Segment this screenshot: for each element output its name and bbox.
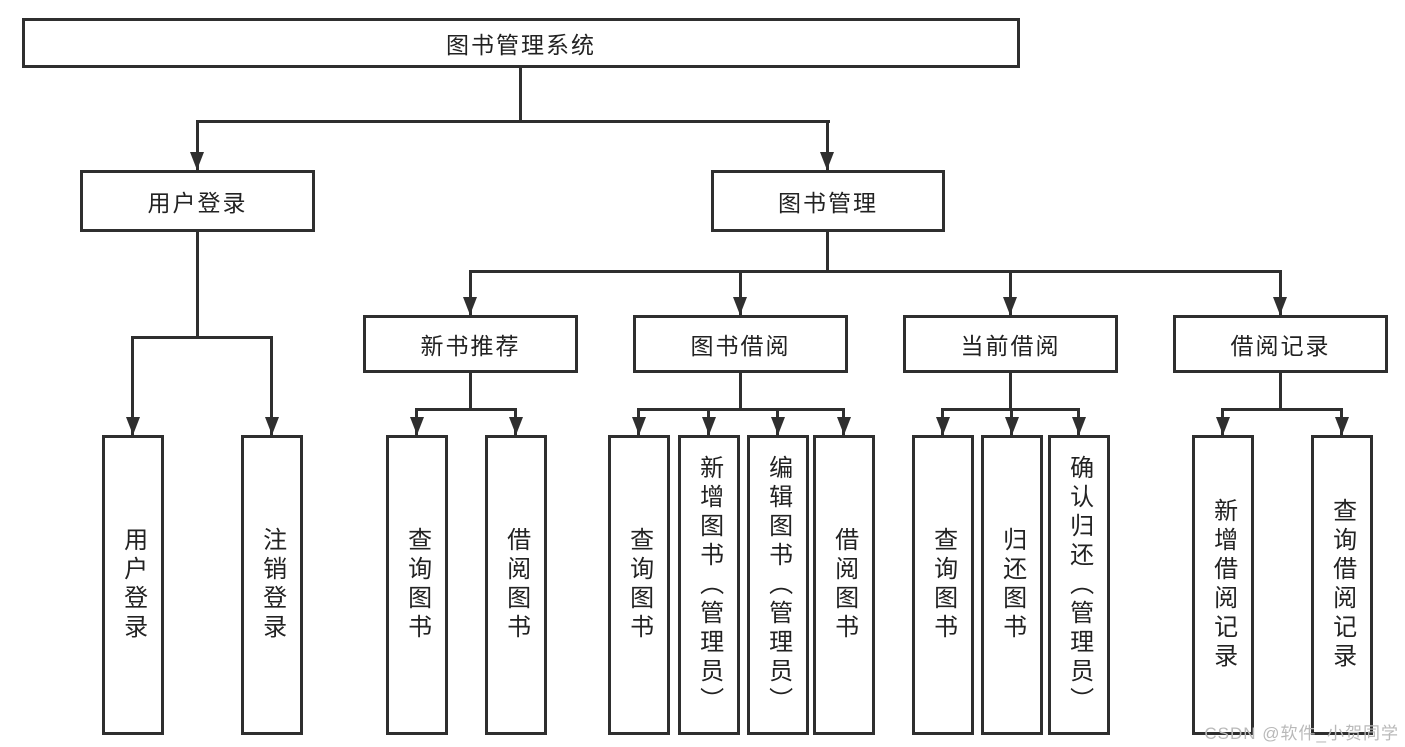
- node-leaf-query-books-current-label: 查询图书: [929, 527, 957, 643]
- node-leaf-user-login-label: 用户登录: [119, 527, 147, 643]
- node-borrowing-records-label: 借阅记录: [1230, 333, 1331, 359]
- node-leaf-return-book: 归还图书: [981, 435, 1043, 735]
- node-leaf-add-borrow-record-label: 新增借阅记录: [1209, 498, 1237, 672]
- connector-line: [196, 120, 830, 123]
- connector-arrowhead: [1003, 297, 1017, 315]
- connector-line: [826, 232, 829, 270]
- connector-arrowhead: [410, 417, 424, 435]
- node-leaf-add-book-admin: 新增图书（管理员）: [678, 435, 740, 735]
- node-new-book-recommendation: 新书推荐: [363, 315, 578, 373]
- node-leaf-confirm-return-admin-label: 确认归还（管理员）: [1065, 454, 1093, 716]
- connector-line: [1221, 408, 1343, 411]
- node-leaf-query-books-recommend-label: 查询图书: [403, 527, 431, 643]
- node-leaf-borrow-books-borrowing-label: 借阅图书: [830, 527, 858, 643]
- node-leaf-query-books-borrowing: 查询图书: [608, 435, 670, 735]
- connector-line: [1009, 270, 1012, 315]
- node-book-borrowing-label: 图书借阅: [690, 333, 791, 359]
- node-leaf-user-login: 用户登录: [102, 435, 164, 735]
- connector-arrowhead: [463, 297, 477, 315]
- node-borrowing-records: 借阅记录: [1173, 315, 1388, 373]
- node-user-login: 用户登录: [80, 170, 315, 232]
- connector-line: [739, 270, 742, 315]
- watermark-csdn: CSDN @软件_小贺同学: [1204, 724, 1399, 743]
- connector-arrowhead: [632, 417, 646, 435]
- connector-arrowhead: [837, 417, 851, 435]
- connector-arrowhead: [1216, 417, 1230, 435]
- node-leaf-query-borrow-record: 查询借阅记录: [1311, 435, 1373, 735]
- node-new-book-recommendation-label: 新书推荐: [420, 333, 521, 359]
- node-leaf-query-books-recommend: 查询图书: [386, 435, 448, 735]
- node-book-borrowing: 图书借阅: [633, 315, 848, 373]
- connector-arrowhead: [1005, 417, 1019, 435]
- connector-line: [469, 270, 1282, 273]
- connector-line: [131, 336, 273, 339]
- connector-arrowhead: [936, 417, 950, 435]
- connector-arrowhead: [190, 152, 204, 170]
- node-leaf-add-borrow-record: 新增借阅记录: [1192, 435, 1254, 735]
- node-user-login-label: 用户登录: [147, 190, 248, 216]
- connector-arrowhead: [509, 417, 523, 435]
- node-leaf-borrow-books-borrowing: 借阅图书: [813, 435, 875, 735]
- node-leaf-edit-book-admin-label: 编辑图书（管理员）: [764, 454, 792, 716]
- node-leaf-borrow-books-recommend-label: 借阅图书: [502, 527, 530, 643]
- connector-arrowhead: [733, 297, 747, 315]
- connector-arrowhead: [820, 152, 834, 170]
- node-leaf-query-books-borrowing-label: 查询图书: [625, 527, 653, 643]
- connector-arrowhead: [1273, 297, 1287, 315]
- node-book-management-label: 图书管理: [778, 190, 878, 216]
- node-library-system: 图书管理系统: [22, 18, 1020, 68]
- connector-line: [826, 120, 829, 170]
- connector-line: [739, 373, 742, 408]
- node-current-borrowing-label: 当前借阅: [960, 333, 1061, 359]
- node-book-management: 图书管理: [711, 170, 945, 232]
- connector-arrowhead: [265, 417, 279, 435]
- node-leaf-logout-label: 注销登录: [258, 527, 286, 643]
- connector-arrowhead: [702, 417, 716, 435]
- node-library-system-label: 图书管理系统: [446, 32, 596, 58]
- connector-line: [196, 232, 199, 336]
- connector-arrowhead: [126, 417, 140, 435]
- connector-line: [1279, 270, 1282, 315]
- connector-arrowhead: [1335, 417, 1349, 435]
- node-leaf-confirm-return-admin: 确认归还（管理员）: [1048, 435, 1110, 735]
- connector-arrowhead: [1072, 417, 1086, 435]
- connector-line: [469, 270, 472, 315]
- connector-line: [1279, 373, 1282, 408]
- node-leaf-add-book-admin-label: 新增图书（管理员）: [695, 454, 723, 716]
- connector-line: [131, 336, 134, 435]
- connector-arrowhead: [771, 417, 785, 435]
- node-current-borrowing: 当前借阅: [903, 315, 1118, 373]
- connector-line: [469, 373, 472, 408]
- connector-line: [637, 408, 845, 411]
- connector-line: [196, 120, 199, 170]
- node-leaf-logout: 注销登录: [241, 435, 303, 735]
- connector-line: [519, 68, 522, 120]
- connector-line: [270, 336, 273, 435]
- connector-line: [1009, 373, 1012, 408]
- node-leaf-query-borrow-record-label: 查询借阅记录: [1328, 498, 1356, 672]
- node-leaf-borrow-books-recommend: 借阅图书: [485, 435, 547, 735]
- connector-line: [415, 408, 517, 411]
- node-leaf-query-books-current: 查询图书: [912, 435, 974, 735]
- node-leaf-edit-book-admin: 编辑图书（管理员）: [747, 435, 809, 735]
- node-leaf-return-book-label: 归还图书: [998, 527, 1026, 643]
